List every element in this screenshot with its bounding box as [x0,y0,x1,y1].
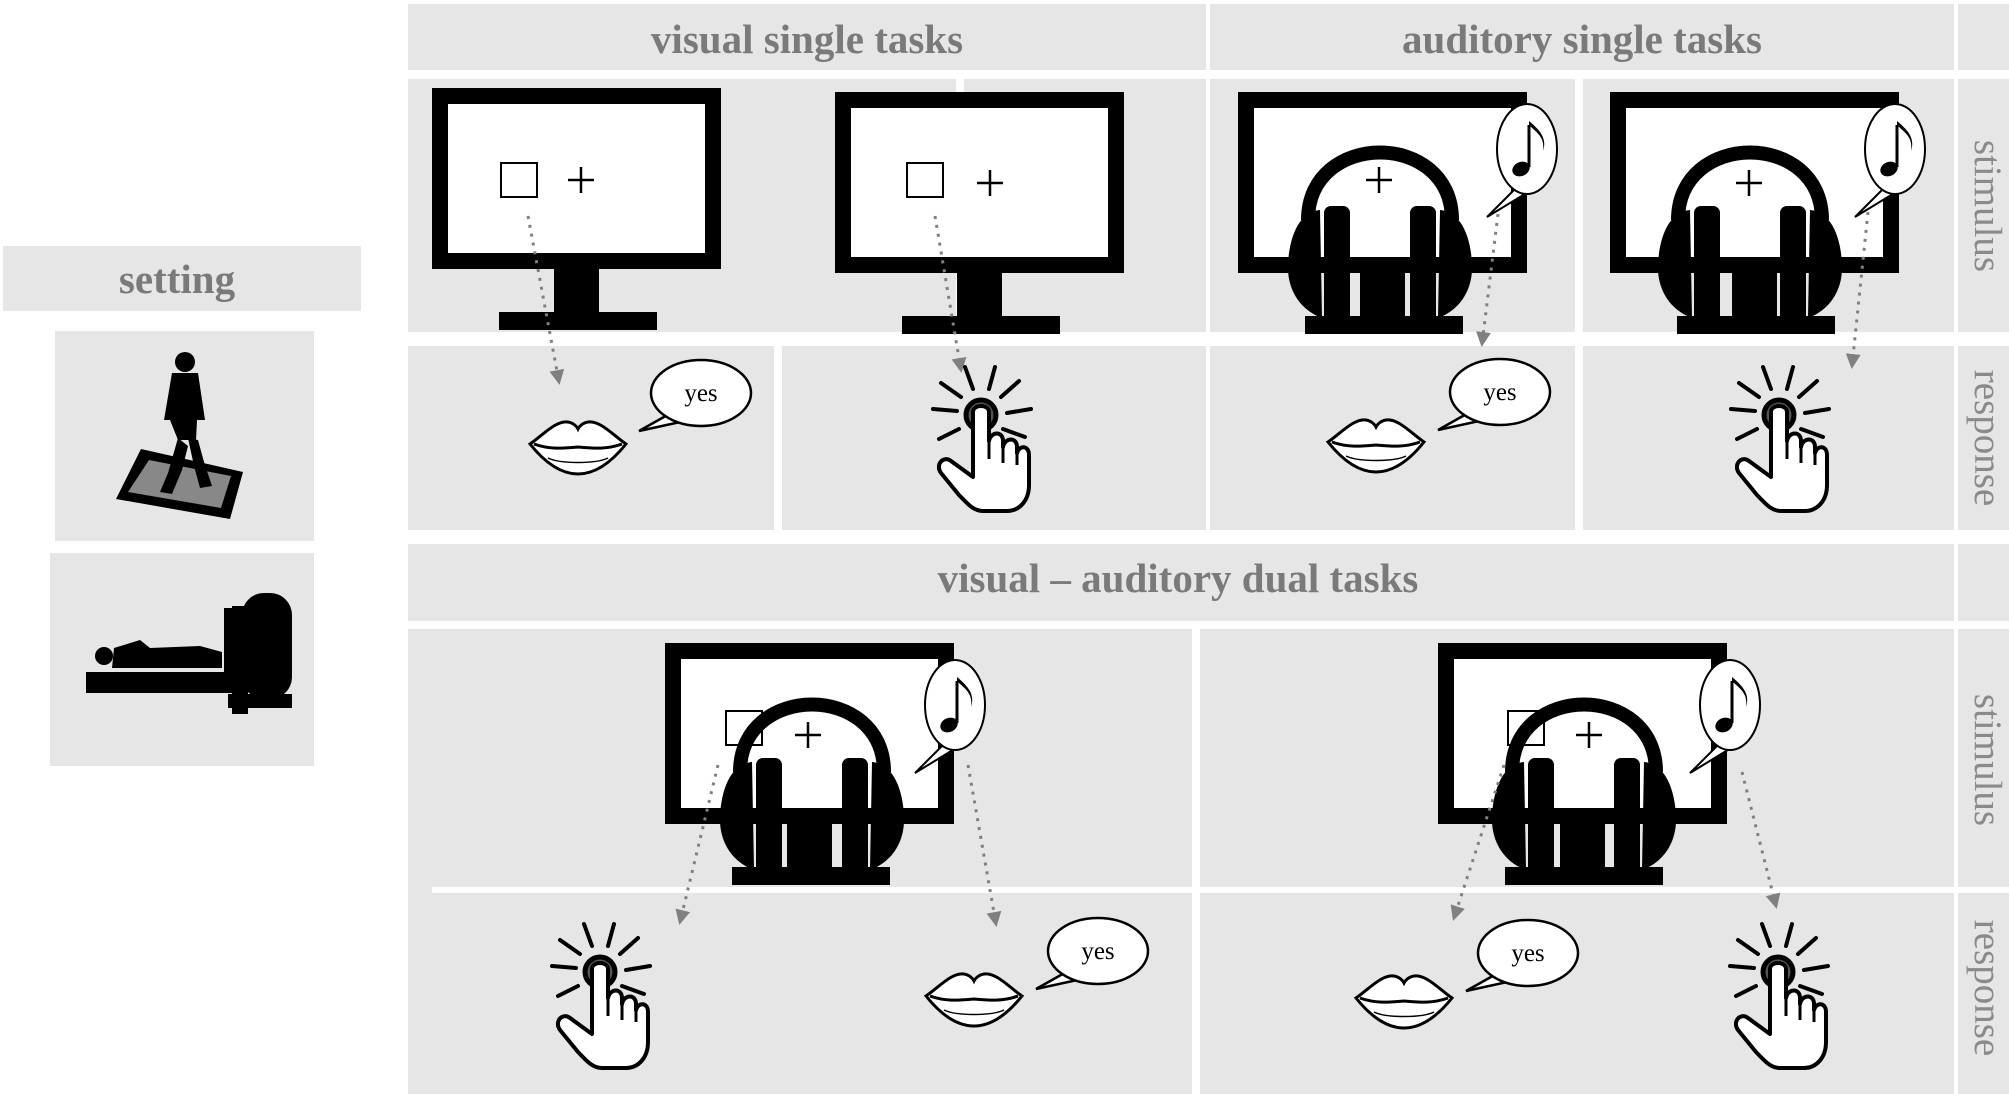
fixation-cross [1736,170,1762,196]
speech-bubble-text: yes [1511,940,1544,967]
fixation-cross [795,722,821,748]
fixation-cross [1576,722,1602,748]
setting-column: setting [3,246,361,766]
square-stimulus [500,162,538,198]
visual-manual-task [843,100,1116,511]
auditory-manual-task [1618,100,1927,511]
response-row-label: response [1966,370,2009,506]
auditory-vocal-task: yes [1246,100,1559,474]
square-stimulus [1507,710,1545,746]
dashed-arrow [1476,213,1500,347]
speech-bubble-text: yes [684,380,717,407]
visual-single-tasks-header: visual single tasks [651,16,963,62]
dual-vocal-manual-task: yes [1354,651,1828,1068]
stimulus-row-label: stimulus [1966,694,2009,826]
dual-tasks-header: visual – auditory dual tasks [938,555,1419,601]
square-stimulus [906,162,944,198]
fixation-cross [1366,167,1392,193]
setting-label: setting [119,256,236,302]
dual-tasks-section: visual – auditory dual tasks yes [408,544,2009,1094]
walking-person-icon [116,352,243,519]
visual-vocal-task: yes [440,96,753,476]
fixation-cross [977,170,1003,196]
speech-bubble-text: yes [1081,938,1114,965]
response-row-label: response [1966,920,2009,1056]
dashed-arrow [526,215,565,385]
auditory-single-tasks-header: auditory single tasks [1402,16,1762,62]
stimulus-row-label: stimulus [1966,140,2009,272]
fixation-cross [568,167,594,193]
dual-manual-vocal-task: yes [552,651,1150,1068]
single-tasks-section: visual single tasks auditory single task… [408,4,2009,530]
speech-bubble-text: yes [1483,379,1516,406]
lying-person-scanner-icon [86,593,292,714]
